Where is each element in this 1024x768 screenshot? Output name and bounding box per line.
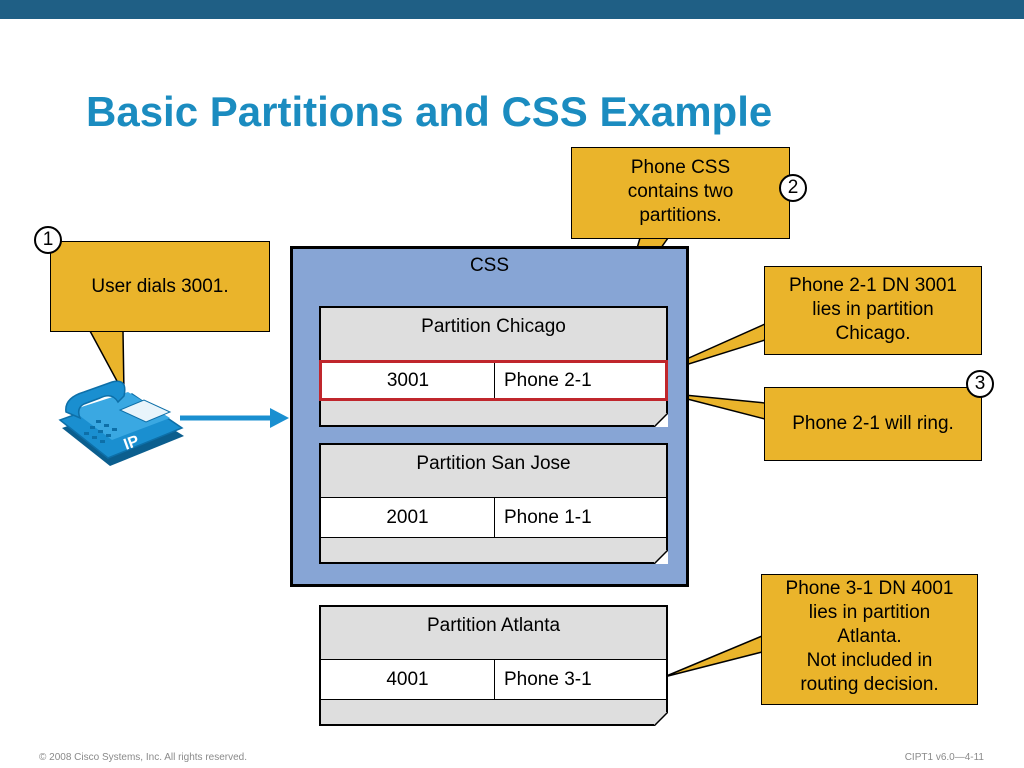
step-badge-3: 3 — [966, 370, 994, 398]
partition-row-highlighted: 3001 Phone 2-1 — [319, 360, 668, 401]
partition-row: 4001 Phone 3-1 — [321, 659, 666, 700]
page-fold-icon — [654, 550, 668, 564]
callout-line: Atlanta. — [837, 626, 902, 647]
callout-line: Not included in — [806, 650, 933, 671]
page-fold-icon — [654, 413, 668, 427]
phone-name: Phone 3-1 — [504, 668, 592, 690]
callout-text: Phone 2-1 DN 3001 lies in partition Chic… — [789, 275, 957, 344]
top-bar — [0, 0, 1024, 19]
page-fold-icon — [654, 712, 668, 726]
ip-phone-icon: IP — [58, 380, 184, 466]
ip-label: IP — [122, 433, 142, 454]
callout-line: lies in partition — [808, 602, 931, 623]
partition-chicago: Partition Chicago 3001 Phone 2-1 — [319, 306, 668, 427]
step-badge-2: 2 — [779, 174, 807, 202]
partition-title: Partition Chicago — [421, 316, 566, 337]
callout-phone21-dn: Phone 2-1 DN 3001 lies in partition Chic… — [764, 266, 982, 355]
footer-course-id: CIPT1 v6.0—4-11 — [904, 752, 984, 763]
css-label: CSS — [469, 255, 510, 276]
directory-number: 2001 — [321, 498, 495, 537]
partition-row: 2001 Phone 1-1 — [321, 497, 666, 538]
callout-text: Phone 2-1 will ring. — [792, 413, 954, 434]
partition-title: Partition Atlanta — [426, 615, 561, 636]
directory-number: 4001 — [321, 660, 495, 699]
step-badge-1: 1 — [34, 226, 62, 254]
callout-line: routing decision. — [800, 674, 939, 695]
callout-phone31: Phone 3-1 DN 4001 lies in partition Atla… — [761, 574, 978, 705]
phone-name: Phone 1-1 — [504, 506, 592, 528]
partition-title: Partition San Jose — [416, 453, 571, 474]
slide-title: Basic Partitions and CSS Example — [86, 88, 773, 135]
call-arrow — [180, 408, 289, 428]
footer-copyright: © 2008 Cisco Systems, Inc. All rights re… — [39, 752, 248, 763]
callout-line: Phone 3-1 DN 4001 — [785, 578, 954, 599]
callout-phone21-ring: Phone 2-1 will ring. — [764, 387, 982, 461]
directory-number: 3001 — [322, 363, 495, 398]
partition-atlanta: Partition Atlanta 4001 Phone 3-1 — [319, 605, 668, 726]
phone-name: Phone 2-1 — [504, 369, 592, 391]
callout-text: Phone CSS contains two partitions. — [627, 157, 734, 226]
callout-user-dials: User dials 3001. — [50, 241, 270, 332]
partition-san-jose: Partition San Jose 2001 Phone 1-1 — [319, 443, 668, 564]
callout-phone-css: Phone CSS contains two partitions. — [571, 147, 790, 239]
callout-text: User dials 3001. — [91, 276, 229, 297]
